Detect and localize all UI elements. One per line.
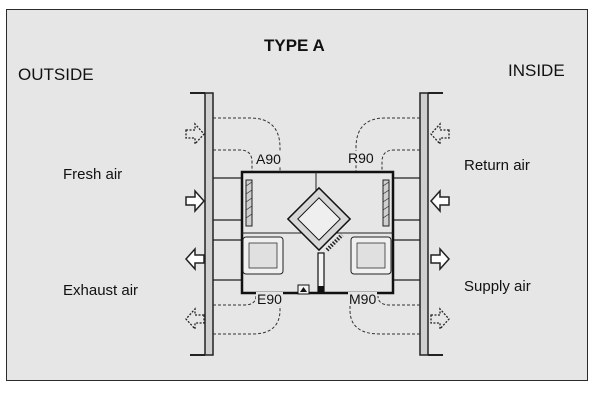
arrow-return-air-alt-icon (430, 122, 450, 146)
exhaust-air-label: Exhaust air (63, 282, 139, 299)
connector-m90-label: M90 (348, 291, 378, 307)
triangle-marker (297, 284, 310, 295)
arrow-return-air-icon (429, 189, 450, 213)
arrow-fresh-air-alt-1-icon (185, 122, 205, 146)
dashed-alternative-paths (213, 117, 420, 335)
connector-a90-label: A90 (255, 151, 282, 167)
arrow-fresh-air-icon (185, 189, 206, 213)
arrow-supply-air-alt-icon (430, 307, 450, 331)
right-fan (350, 236, 392, 275)
outside-label: OUTSIDE (18, 65, 94, 84)
arrow-exhaust-air-alt-icon (185, 307, 205, 331)
fresh-air-label: Fresh air (63, 166, 123, 183)
outside-wall (190, 92, 214, 356)
arrow-supply-air-icon (430, 247, 451, 271)
inside-wall (419, 92, 443, 356)
left-filter (245, 179, 253, 227)
duct-lines (213, 177, 420, 281)
left-fan (242, 236, 284, 275)
return-air-label: Return air (464, 157, 530, 174)
heat-exchanger (286, 186, 352, 252)
inside-label: INSIDE (508, 61, 565, 80)
supply-air-label: Supply air (464, 278, 531, 295)
ventilation-unit (240, 170, 395, 295)
arrow-exhaust-air-icon (184, 247, 205, 271)
connector-e90-label: E90 (256, 291, 283, 307)
condensate-drain (317, 252, 325, 294)
right-filter (382, 179, 390, 227)
connector-r90-label: R90 (347, 150, 375, 166)
diagram-title: TYPE A (264, 36, 325, 55)
